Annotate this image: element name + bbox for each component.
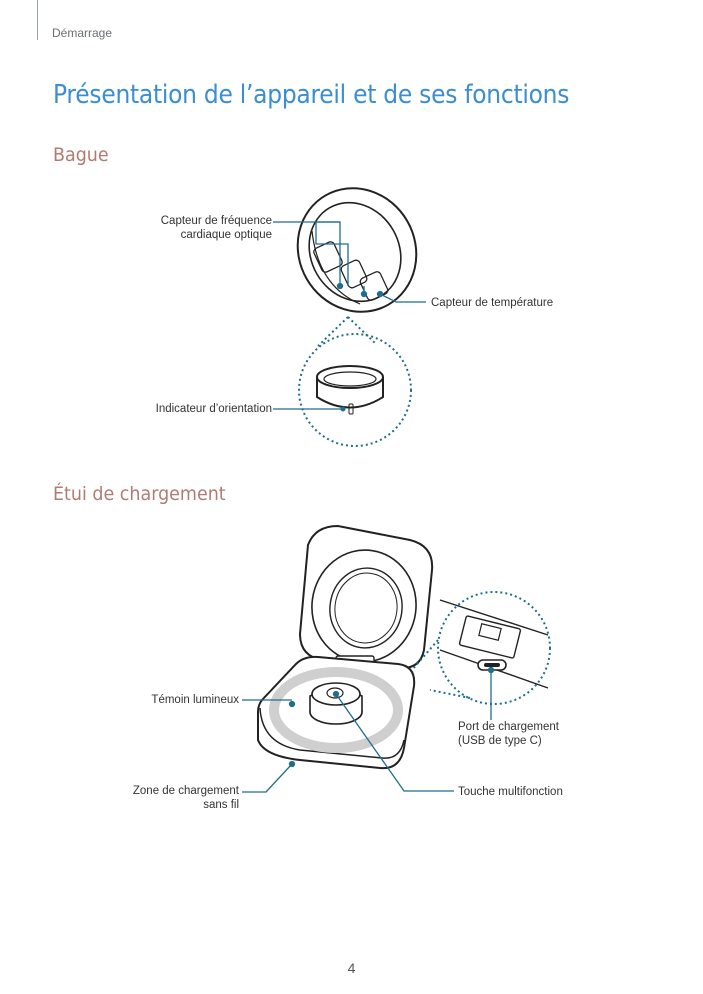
case-callout-lines — [242, 666, 495, 793]
case-illustration — [257, 524, 434, 770]
port-zoom — [411, 591, 551, 705]
led-indicator-label: Témoin lumineux — [151, 694, 239, 706]
case-heading: Étui de chargement — [53, 483, 226, 505]
multifunction-button-label: Touche multifonction — [458, 786, 563, 798]
wireless-zone-line2: sans fil — [203, 799, 239, 811]
charging-port-line2: (USB de type C) — [458, 735, 542, 747]
heart-rate-sensor-line1: Capteur de fréquence — [160, 215, 272, 227]
ring-callout-lines — [273, 221, 426, 303]
heart-rate-sensor-label: Capteur de fréquence cardiaque optique — [120, 214, 272, 242]
orientation-zoom — [273, 316, 412, 447]
ring-illustration — [296, 187, 418, 313]
temperature-sensor-label: Capteur de température — [431, 297, 554, 309]
page-number: 4 — [347, 960, 356, 976]
orientation-indicator-label: Indicateur d’orientation — [155, 403, 272, 415]
page-title: Présentation de l’appareil et de ses fon… — [53, 80, 570, 110]
heart-rate-sensor-line2: cardiaque optique — [180, 229, 272, 241]
header-rule — [37, 0, 38, 40]
section-label: Démarrage — [52, 26, 113, 40]
charging-port-label: Port de chargement (USB de type C) — [458, 720, 559, 748]
charging-port-line1: Port de chargement — [458, 721, 560, 733]
wireless-zone-line1: Zone de chargement — [132, 785, 239, 797]
wireless-zone-label: Zone de chargement sans fil — [90, 784, 239, 812]
ring-heading: Bague — [53, 144, 109, 166]
